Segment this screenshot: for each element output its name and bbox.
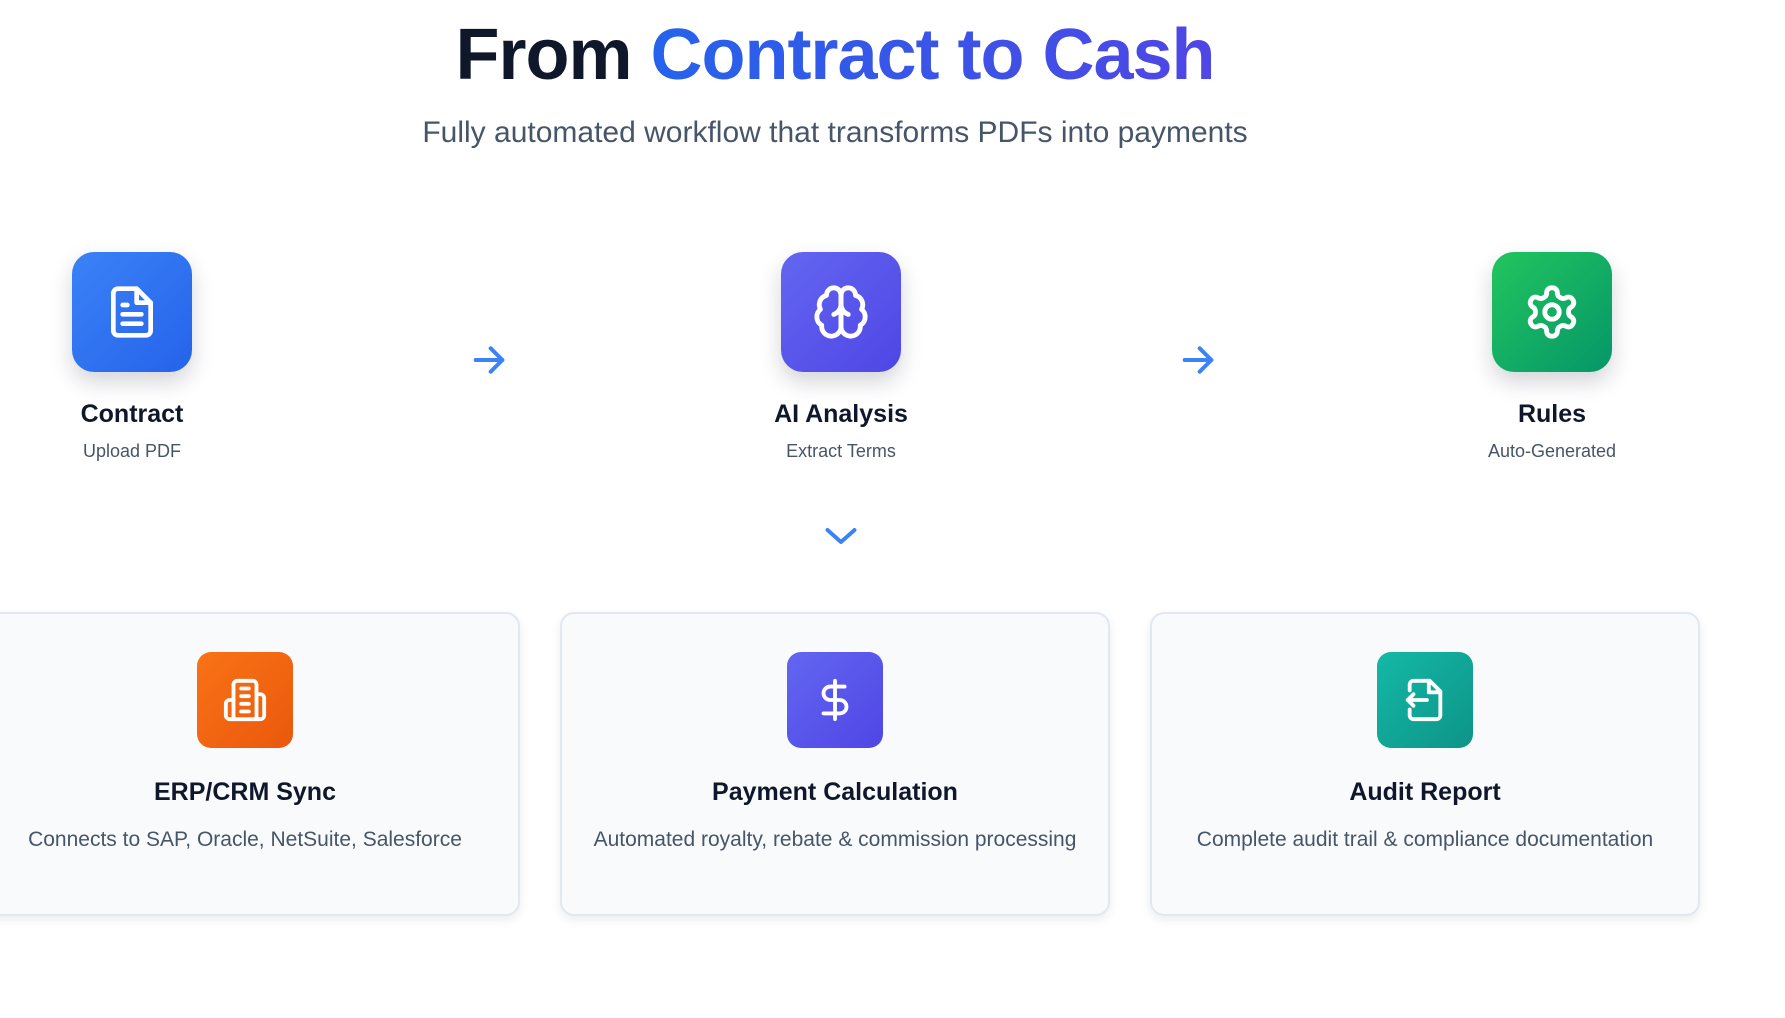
card-title: Audit Report: [1349, 778, 1501, 806]
gear-icon: [1527, 285, 1577, 339]
title-prefix: From: [455, 15, 632, 95]
brain-icon: [814, 285, 868, 339]
step-subtitle: Extract Terms: [786, 441, 896, 461]
step-icon-box: [781, 252, 901, 372]
arrow-right-icon: [473, 346, 505, 374]
card-description: Automated royalty, rebate & commission p…: [593, 828, 1077, 851]
arrow-right-icon: [1182, 346, 1214, 374]
step-rules: Rules Auto-Generated: [1422, 252, 1682, 462]
card-title: ERP/CRM Sync: [154, 778, 336, 806]
document-icon: [111, 286, 154, 338]
step-icon-box: [72, 252, 192, 372]
card-description: Complete audit trail & compliance docume…: [1196, 828, 1654, 851]
file-export-icon: [1405, 678, 1443, 722]
step-icon-box: [1492, 252, 1612, 372]
step-title: Rules: [1517, 400, 1587, 428]
dollar-icon: [821, 678, 849, 722]
card-icon-box: [787, 652, 883, 748]
card-icon-box: [1377, 652, 1473, 748]
chevron-down-icon: [825, 528, 857, 544]
card-icon-box: [197, 652, 293, 748]
step-subtitle: Auto-Generated: [1487, 441, 1617, 461]
card-title: Payment Calculation: [712, 778, 958, 806]
title-accent: Contract to Cash: [650, 15, 1215, 95]
building-icon: [223, 678, 267, 722]
card-audit-report: Audit Report Complete audit trail & comp…: [1150, 612, 1700, 916]
step-subtitle: Upload PDF: [82, 441, 182, 461]
card-payment-calculation: Payment Calculation Automated royalty, r…: [560, 612, 1110, 916]
card-erp-crm-sync: ERP/CRM Sync Connects to SAP, Oracle, Ne…: [0, 612, 520, 916]
page-subtitle: Fully automated workflow that transforms…: [422, 116, 1248, 149]
step-title: AI Analysis: [774, 400, 908, 428]
step-title: Contract: [80, 400, 184, 428]
step-contract: Contract Upload PDF: [2, 252, 262, 462]
step-ai-analysis: AI Analysis Extract Terms: [711, 252, 971, 462]
page-title: From Contract to Cash: [0, 12, 1670, 98]
card-description: Connects to SAP, Oracle, NetSuite, Sales…: [28, 828, 462, 851]
